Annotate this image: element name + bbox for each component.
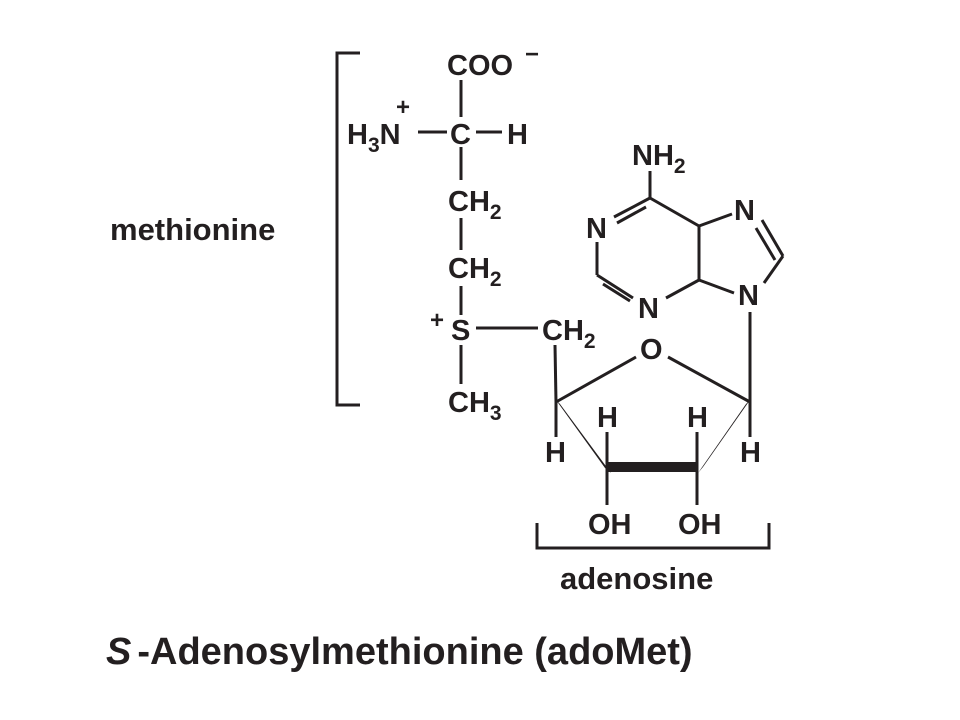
n9-label: N: [738, 280, 759, 312]
adenosine-bracket: [535, 523, 771, 550]
ribose-atoms: CH2 O H H H H OH OH: [542, 315, 761, 541]
amine-label: NH2: [632, 140, 686, 178]
amino-charge: +: [396, 94, 410, 121]
diagram-title: S-Adenosylmethionine (adoMet): [106, 631, 693, 673]
ring-oxygen-label: O: [640, 334, 663, 366]
sulfonium-charge: +: [430, 307, 444, 334]
adenine-bonds: [595, 171, 785, 303]
methionine-bonds: [418, 80, 538, 384]
n7-label: N: [734, 195, 755, 227]
h-c4prime-label: H: [545, 437, 566, 469]
oh-c2prime-label: OH: [678, 509, 722, 541]
adenosine-label: adenosine: [560, 561, 713, 596]
alpha-hydrogen-label: H: [507, 119, 528, 151]
adenine-atoms: NH2 N N N N: [586, 140, 759, 325]
h-c1prime-label: H: [740, 437, 761, 469]
beta-methylene-label: CH2: [448, 186, 502, 224]
alpha-carbon-label: C: [450, 119, 471, 151]
h-c3prime-label: H: [597, 402, 618, 434]
carboxylate-charge: −: [525, 41, 539, 68]
ch2-5prime-label: CH2: [542, 315, 596, 353]
carboxylate-label: COO: [447, 50, 513, 82]
oh-c3prime-label: OH: [588, 509, 632, 541]
sulfonium-label: S: [451, 315, 470, 347]
methionine-bracket: [335, 51, 360, 407]
methyl-label: CH3: [448, 387, 502, 425]
gamma-methylene-label: CH2: [448, 253, 502, 291]
n1-label: N: [586, 213, 607, 245]
methionine-atoms: COO − H3N + C H CH2 CH2 S + CH3: [347, 41, 539, 425]
n3-label: N: [638, 293, 659, 325]
methionine-label: methionine: [110, 212, 275, 247]
amino-label: H3N: [347, 119, 401, 157]
h-c2prime-label: H: [687, 402, 708, 434]
ribose-bonds: [553, 312, 752, 505]
